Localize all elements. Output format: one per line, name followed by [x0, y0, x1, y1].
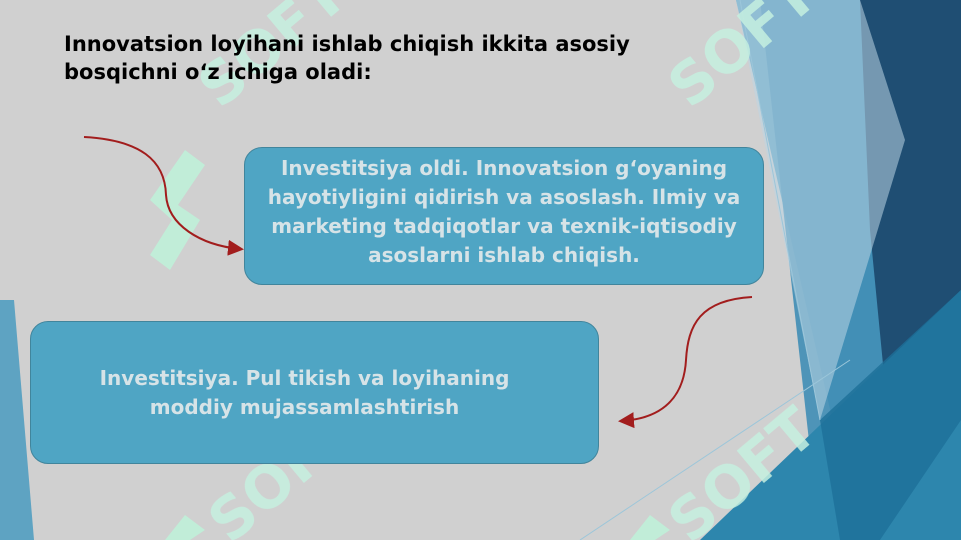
- decor-panel-highlight: [736, 0, 905, 420]
- stage-box-text: Investitsiya oldi. Innovatsion g‘oyaning…: [267, 156, 741, 267]
- curved-arrow-icon: [618, 296, 753, 429]
- page-title: Innovatsion loyihani ishlab chiqish ikki…: [64, 32, 630, 84]
- stage-box-text: Investitsiya. Pul tikish va loyihaning m…: [99, 365, 510, 419]
- decor-line: [579, 359, 851, 540]
- decor-left-strip: [0, 300, 34, 540]
- decor-line: [739, 0, 821, 421]
- stage-box-investment: Investitsiya. Pul tikish va loyihaning m…: [30, 321, 599, 464]
- curved-arrow-icon: [83, 136, 244, 256]
- stage-box-pre-investment: Investitsiya oldi. Innovatsion g‘oyaning…: [244, 147, 764, 285]
- decor-panel-accent: [820, 290, 961, 540]
